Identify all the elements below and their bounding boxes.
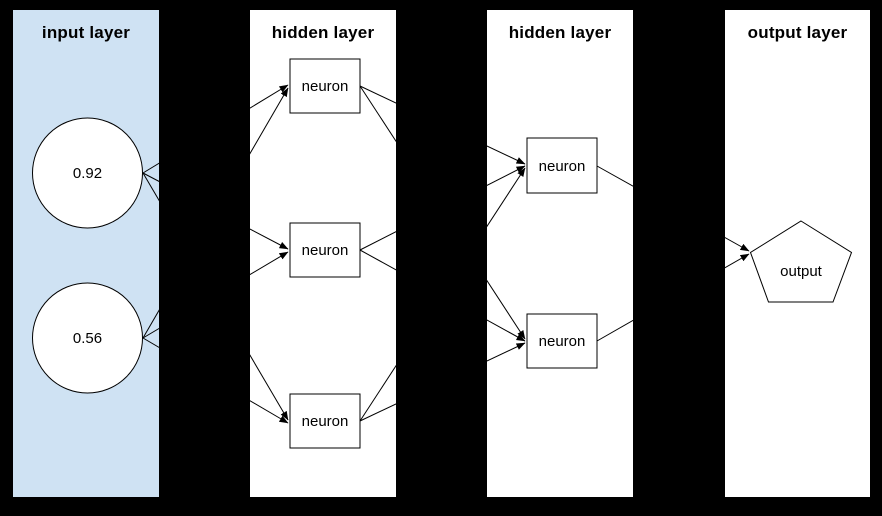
output-layer-title: output layer xyxy=(747,23,848,42)
edge-h1n1-h2n2 xyxy=(359,85,526,340)
edge-h2n1-output xyxy=(596,165,750,252)
edge-h2n2-output xyxy=(596,253,750,342)
edges-hidden1-to-hidden2 xyxy=(359,85,526,422)
input-node-circle-2 xyxy=(32,282,143,394)
edge-input1-h1n3 xyxy=(142,172,289,421)
panel-input-layer: input layer xyxy=(13,10,159,497)
output-node-group: output xyxy=(749,220,853,303)
hidden2-neuron-1-label: neuron xyxy=(539,158,586,175)
hidden-layer-1-title: hidden layer xyxy=(271,23,375,42)
output-node-label: output xyxy=(780,263,823,280)
edges-hidden2-to-output xyxy=(596,165,750,342)
input-node-circle-1 xyxy=(32,117,143,229)
edge-input1-h1n1 xyxy=(142,84,289,174)
input-node-2-label: 0.56 xyxy=(73,330,102,347)
output-pentagon xyxy=(749,220,853,303)
edge-input2-h1n2 xyxy=(142,251,289,339)
input-layer-title: input layer xyxy=(41,23,131,42)
hidden-layer-2-title: hidden layer xyxy=(508,23,612,42)
input-nodes: 0.92 0.56 xyxy=(32,117,143,394)
edge-h1n2-h2n1 xyxy=(359,165,526,251)
edge-h1n2-h2n2 xyxy=(359,249,526,342)
edge-input2-h1n3 xyxy=(142,337,289,424)
edge-input1-h1n2 xyxy=(142,172,289,250)
edge-h1n1-h2n1 xyxy=(359,85,526,165)
edges-input-to-hidden1 xyxy=(142,84,289,424)
hidden2-neuron-2-label: neuron xyxy=(539,333,586,350)
edge-h1n3-h2n1 xyxy=(359,167,526,422)
edge-h1n3-h2n2 xyxy=(359,342,526,422)
hidden-layer-1-nodes: neuron neuron neuron xyxy=(289,58,361,449)
edge-input2-h1n1 xyxy=(142,87,289,339)
panel-hidden-layer-2: hidden layer xyxy=(487,10,633,497)
hidden1-neuron-2-label: neuron xyxy=(302,242,349,259)
hidden1-neuron-1-label: neuron xyxy=(302,78,349,95)
hidden1-neuron-3-label: neuron xyxy=(302,413,349,430)
input-node-1-label: 0.92 xyxy=(73,165,102,182)
hidden2-neuron-box-1 xyxy=(526,137,598,194)
hidden2-neuron-box-2 xyxy=(526,313,598,369)
hidden1-neuron-box-2 xyxy=(289,222,361,278)
hidden1-neuron-box-1 xyxy=(289,58,361,114)
hidden1-neuron-box-3 xyxy=(289,393,361,449)
hidden-layer-2-nodes: neuron neuron xyxy=(526,137,598,369)
